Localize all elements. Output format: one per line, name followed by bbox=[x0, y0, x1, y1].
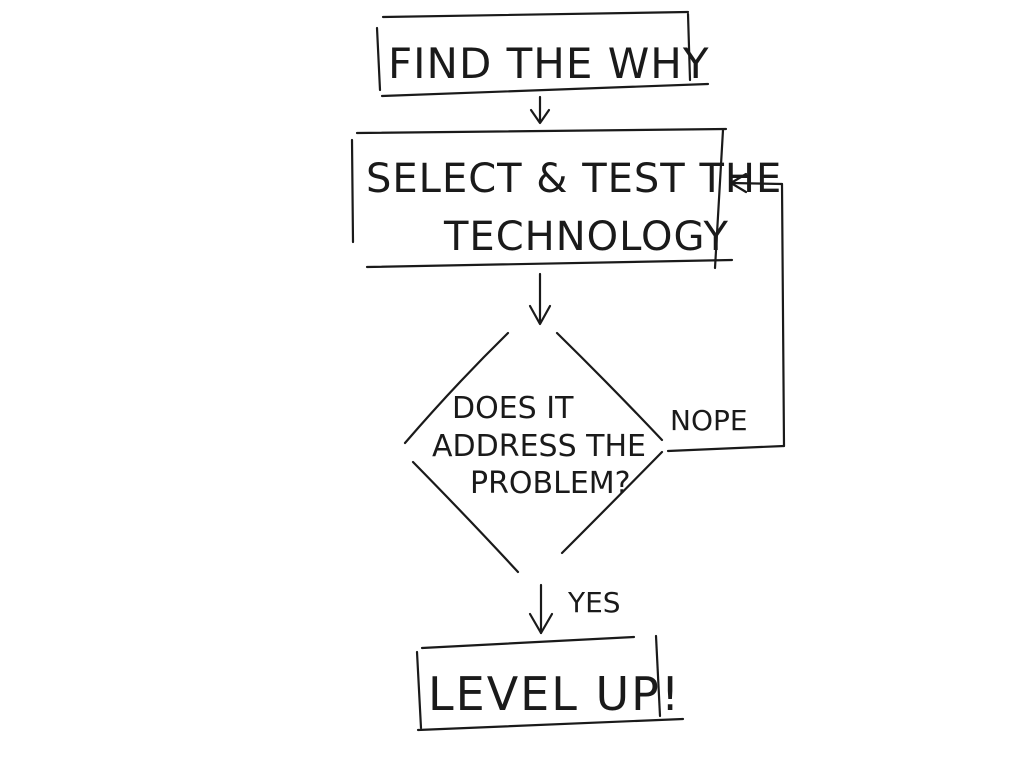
yes-label: YES bbox=[567, 586, 621, 619]
find-the-why-label: FIND THE WHY bbox=[388, 39, 710, 88]
arrow-yes: YES bbox=[528, 583, 621, 635]
decision-label-line3: PROBLEM? bbox=[470, 466, 631, 501]
decision-label-line1: DOES IT bbox=[452, 391, 574, 426]
arrow-select-to-decision bbox=[528, 272, 552, 326]
find-the-why-box: FIND THE WHY bbox=[375, 10, 710, 98]
level-up-label: LEVEL UP! bbox=[428, 667, 681, 721]
level-up-box: LEVEL UP! bbox=[415, 634, 685, 732]
nope-label: NOPE bbox=[670, 404, 748, 437]
arrow-nope-loop: NOPE bbox=[666, 172, 786, 453]
decision-label-line2: ADDRESS THE bbox=[432, 429, 646, 464]
arrow-find-to-select bbox=[529, 95, 551, 125]
decision-diamond: DOES IT ADDRESS THE PROBLEM? bbox=[403, 331, 664, 574]
select-test-label-line1: SELECT & TEST THE bbox=[366, 156, 782, 202]
select-test-label-line2: TECHNOLOGY bbox=[443, 214, 729, 260]
select-test-technology-box: SELECT & TEST THE TECHNOLOGY bbox=[350, 127, 782, 270]
